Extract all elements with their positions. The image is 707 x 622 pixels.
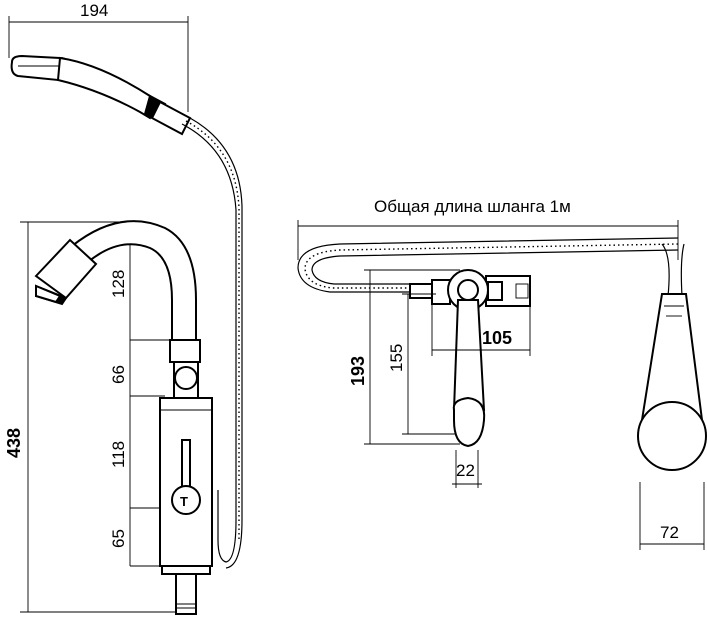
hose-outer-2: [189, 117, 243, 569]
dimension-194: 194: [8, 1, 189, 112]
hose-drop: [661, 243, 670, 297]
dimension-193-155: 193 155: [348, 269, 460, 445]
threaded-connector: [175, 573, 197, 615]
dimension-65-label: 65: [109, 529, 128, 548]
hose-length-caption: Общая длина шланга 1м: [374, 197, 571, 216]
dimension-66-label: 66: [109, 365, 128, 384]
dimension-72-label: 72: [660, 523, 679, 542]
dimension-72: 72: [639, 482, 705, 550]
hose-nut: [409, 283, 433, 299]
dimension-194-label: 194: [80, 1, 108, 20]
dimension-128-label: 128: [109, 270, 128, 298]
faucet-body: T: [159, 397, 213, 575]
hose-outer: [181, 123, 237, 563]
hand-shower: [637, 293, 707, 471]
dimension-stack: 128 66 118 65: [109, 222, 175, 567]
hose-loop-inner: [311, 249, 679, 285]
hose-drop-2: [680, 243, 685, 297]
hose-loop-outer: [297, 237, 679, 293]
lever-arm: [452, 299, 486, 448]
faucet-neck: [169, 339, 201, 399]
faucet-spout: [34, 220, 197, 343]
dimension-118-label: 118: [109, 441, 128, 468]
faucet-top-view: Общая длина шланга 1м: [297, 197, 707, 550]
dimension-22-label: 22: [456, 461, 475, 480]
dimension-438: 438: [4, 221, 190, 613]
dimension-105-label: 105: [482, 328, 512, 348]
faucet-side-view: 194 438 128 66 1: [4, 1, 243, 615]
dimension-105: 105: [431, 304, 531, 356]
dimension-193-label: 193: [348, 356, 368, 386]
dimension-438-label: 438: [4, 428, 24, 458]
dimension-155-label: 155: [387, 344, 406, 372]
shower-head-extended: [10, 54, 192, 136]
dimension-22: 22: [452, 450, 482, 488]
logo-mark: T: [180, 494, 188, 509]
